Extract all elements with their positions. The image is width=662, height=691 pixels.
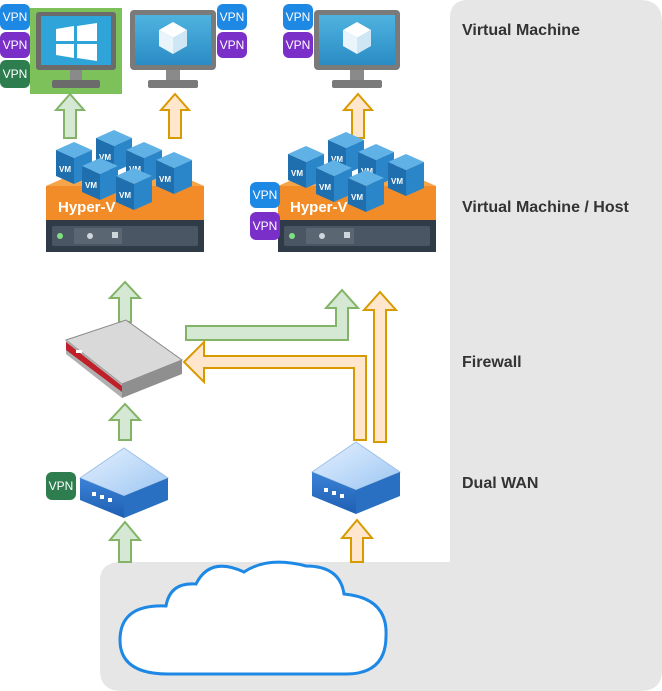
svg-text:VPN: VPN <box>253 188 278 202</box>
hyperv-host-icon: Hyper-V <box>278 132 436 252</box>
arrow-connector-green <box>185 288 361 341</box>
arrow-up-green <box>107 520 143 563</box>
svg-text:VPN: VPN <box>286 10 311 24</box>
windows-monitor-icon <box>30 8 122 94</box>
vpn-badge: VPN <box>217 4 247 30</box>
arrow-up-orange <box>361 290 399 443</box>
arrow-up-orange <box>341 92 375 139</box>
vpn-badge: VPN <box>217 32 247 58</box>
layer-label-firewall: Firewall <box>462 354 522 371</box>
vpn-badge: VPN <box>250 212 280 240</box>
svg-text:VPN: VPN <box>49 479 74 493</box>
arrow-up-green <box>53 92 87 139</box>
hyperv-label: Hyper-V <box>58 199 116 216</box>
router-icon <box>78 447 170 518</box>
svg-text:VPN: VPN <box>286 38 311 52</box>
vpn-badge: VPN <box>0 60 30 88</box>
svg-text:VPN: VPN <box>220 10 245 24</box>
arrow-up-orange <box>339 518 375 563</box>
vpn-badge: VPN <box>283 4 313 30</box>
vpn-badge: VPN <box>283 32 313 58</box>
vpn-badge: VPN <box>250 182 280 208</box>
vm-monitor-icon <box>314 10 400 88</box>
arrow-up-green <box>107 280 143 323</box>
firewall-icon <box>64 319 184 398</box>
layer-label-wan: Dual WAN <box>462 475 538 492</box>
router-icon <box>310 441 402 514</box>
svg-text:VPN: VPN <box>3 67 28 81</box>
arrow-up-orange <box>158 92 192 139</box>
svg-text:VPN: VPN <box>253 219 278 233</box>
vpn-badge: VPN <box>46 472 76 500</box>
svg-text:VPN: VPN <box>3 38 28 52</box>
layer-label-host: Virtual Machine / Host <box>462 199 630 216</box>
vm-monitor-icon <box>130 10 216 88</box>
vpn-badge: VPN <box>0 4 30 30</box>
vpn-badge: VPN <box>0 32 30 58</box>
hyperv-label: Hyper-V <box>290 199 348 216</box>
svg-text:VPN: VPN <box>220 38 245 52</box>
svg-text:VPN: VPN <box>3 10 28 24</box>
layer-label-vm: Virtual Machine <box>462 22 580 39</box>
hyperv-host-icon: Hyper-V <box>46 130 204 252</box>
cloud-icon <box>118 560 388 676</box>
arrow-connector-orange <box>182 339 367 441</box>
arrow-up-green <box>107 402 143 441</box>
layer-panel <box>100 0 662 691</box>
